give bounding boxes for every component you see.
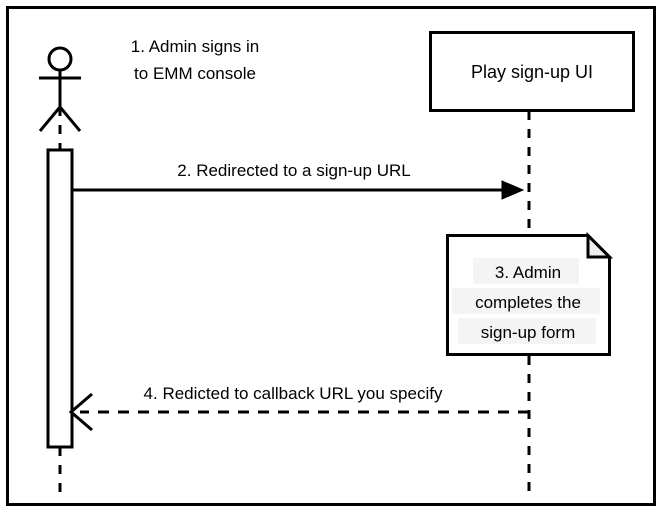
actor-leg-right-line	[58, 106, 82, 132]
note-text-highlight-3	[458, 318, 596, 344]
note-text-highlight-2	[452, 288, 600, 314]
message-step-2-label: 2. Redirected to a sign-up URL	[177, 161, 410, 180]
admin-completes-form-note: 3. Admin completes the sign-up form	[446, 231, 614, 356]
play-signup-ui-label: Play sign-up UI	[471, 62, 593, 82]
note-line-2: completes the	[475, 293, 581, 312]
admin-signin-label-line-2: to EMM console	[134, 64, 256, 83]
note-text-highlight-1	[473, 258, 579, 284]
note-line-3: sign-up form	[481, 323, 575, 342]
actor-activation-bar	[46, 148, 74, 449]
admin-signin-label: 1. Admin signs in to EMM console	[131, 37, 260, 83]
message-step-4: 4. Redicted to callback URL you specify	[68, 384, 529, 432]
stick-figure-actor-icon	[38, 46, 82, 132]
play-signup-ui-box	[429, 31, 635, 112]
message-step-4-arrowhead-icon	[68, 392, 93, 432]
actor-admin	[38, 46, 82, 494]
actor-head-icon	[47, 46, 73, 72]
note-line-1: 3. Admin	[495, 263, 561, 282]
admin-signin-label-line-1: 1. Admin signs in	[131, 37, 260, 56]
message-step-2-arrowhead-icon	[501, 180, 525, 200]
note-folded-corner-icon	[586, 231, 614, 259]
actor-leg-left-line	[38, 106, 62, 132]
message-step-4-label: 4. Redicted to callback URL you specify	[144, 384, 443, 403]
message-step-2: 2. Redirected to a sign-up URL	[72, 161, 525, 200]
participant-play-signup-ui: Play sign-up UI	[429, 31, 635, 492]
